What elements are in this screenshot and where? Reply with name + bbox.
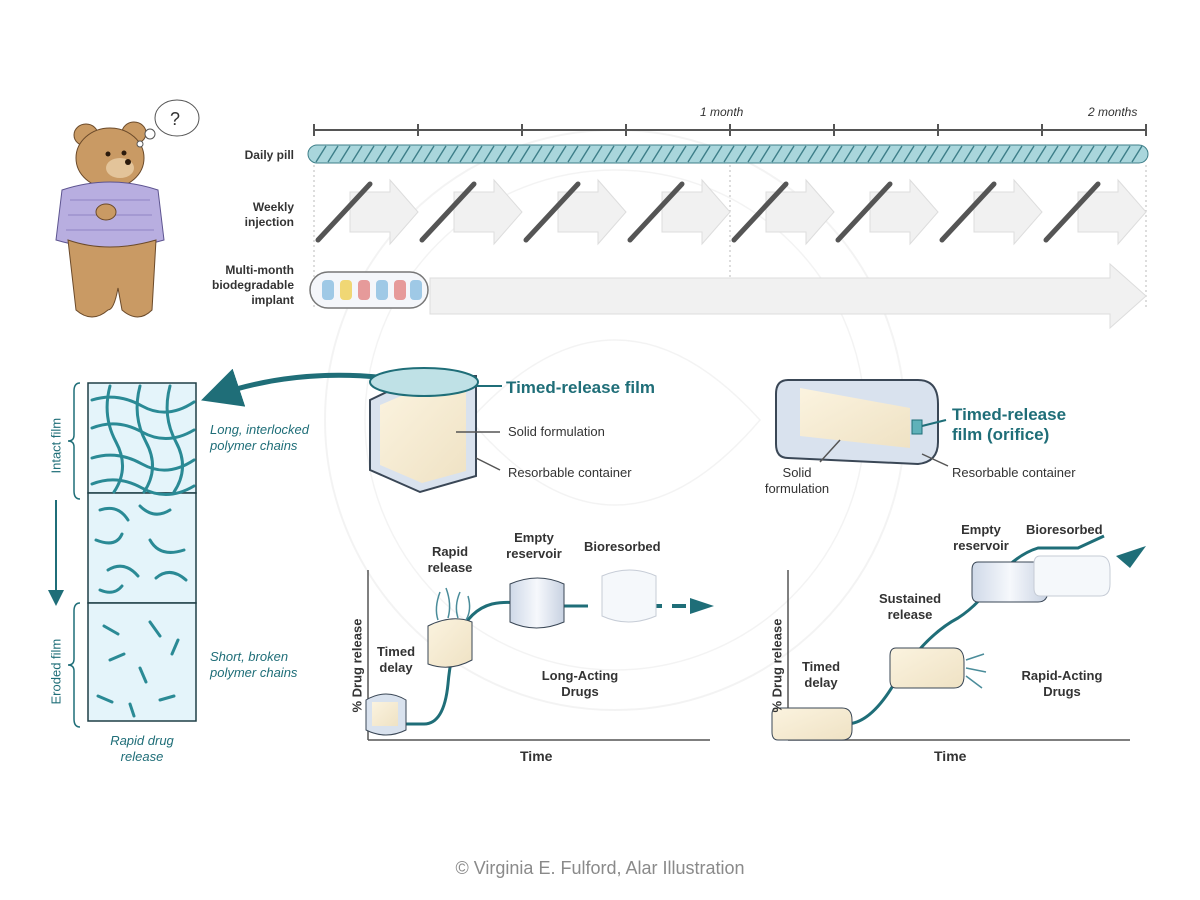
right-device-capsule bbox=[775, 379, 949, 467]
timeline-mark-1-month: 1 month bbox=[700, 105, 744, 119]
stage-sustained-release: Sustained release bbox=[878, 591, 942, 623]
copyright-credit: © Virginia E. Fulford, Alar Illustration bbox=[455, 858, 745, 878]
stage-empty-reservoir-long: Empty reservoir bbox=[506, 530, 562, 562]
row-label-daily-pill: Daily pill bbox=[244, 148, 294, 162]
graph-long-acting bbox=[365, 569, 714, 741]
daily-pill-row bbox=[307, 144, 1149, 164]
timeline-mark-2-months: 2 months bbox=[1088, 105, 1138, 119]
svg-text:?: ? bbox=[170, 109, 180, 129]
film-eroded-cell bbox=[87, 602, 197, 722]
cup-stage-2 bbox=[427, 618, 473, 668]
cup-stage-4 bbox=[601, 569, 657, 623]
short-chains-label: Short, broken polymer chains bbox=[210, 649, 298, 681]
stage-empty-reservoir-rapid: Empty reservoir bbox=[953, 522, 1009, 554]
curved-arrow-to-film bbox=[201, 368, 389, 407]
release-curve-rapid bbox=[806, 534, 1105, 726]
left-device-cup bbox=[369, 367, 502, 494]
graph-long-title: Long-Acting Drugs bbox=[541, 668, 619, 700]
stage-rapid-release: Rapid release bbox=[427, 544, 473, 576]
stage-timed-delay-rapid: Timed delay bbox=[801, 659, 841, 691]
graph-long-xlabel: Time bbox=[520, 748, 553, 764]
implant-row bbox=[309, 262, 1147, 330]
graph-rapid-xlabel: Time bbox=[934, 748, 967, 764]
stage-timed-delay-long: Timed delay bbox=[376, 644, 416, 676]
stage-bioresorbed-long: Bioresorbed bbox=[584, 539, 661, 554]
long-chains-label: Long, interlocked polymer chains bbox=[210, 422, 310, 454]
cup-stage-3 bbox=[509, 577, 565, 629]
graph-rapid-title: Rapid-Acting Drugs bbox=[1021, 668, 1103, 700]
rapid-drug-release-label: Rapid drug release bbox=[110, 733, 174, 765]
row-label-weekly-injection: Weekly injection bbox=[244, 200, 294, 229]
capsule-stage-2 bbox=[889, 647, 965, 689]
capsule-stage-4 bbox=[1033, 555, 1111, 597]
intact-film-label: Intact film bbox=[48, 417, 64, 474]
eroded-film-label: Eroded film bbox=[48, 638, 64, 705]
left-container-label: Resorbable container bbox=[508, 465, 632, 480]
graph-rapid-acting bbox=[771, 534, 1146, 741]
left-solid-label: Solid formulation bbox=[508, 424, 605, 439]
left-film-label: Timed-release film bbox=[506, 378, 655, 397]
weekly-injection-row bbox=[315, 178, 1147, 246]
graph-long-ylabel: % Drug release bbox=[349, 618, 365, 713]
graph-rapid-ylabel: % Drug release bbox=[769, 618, 785, 713]
film-erosion-panel bbox=[48, 368, 389, 728]
right-container-label: Resorbable container bbox=[952, 465, 1076, 480]
right-film-label: Timed-release film (orifice) bbox=[952, 405, 1067, 445]
thought-bubble-icon: ? bbox=[136, 99, 200, 148]
row-label-implant: Multi-month biodegradable implant bbox=[211, 263, 294, 307]
bear-legs bbox=[67, 239, 157, 318]
bear-illustration: ? bbox=[55, 99, 200, 318]
bear-head bbox=[75, 127, 145, 189]
right-solid-label: Solid formulation bbox=[764, 465, 830, 497]
film-mid-cell bbox=[87, 492, 197, 604]
capsule-stage-1 bbox=[771, 707, 853, 741]
stage-bioresorbed-rapid: Bioresorbed bbox=[1026, 522, 1103, 537]
